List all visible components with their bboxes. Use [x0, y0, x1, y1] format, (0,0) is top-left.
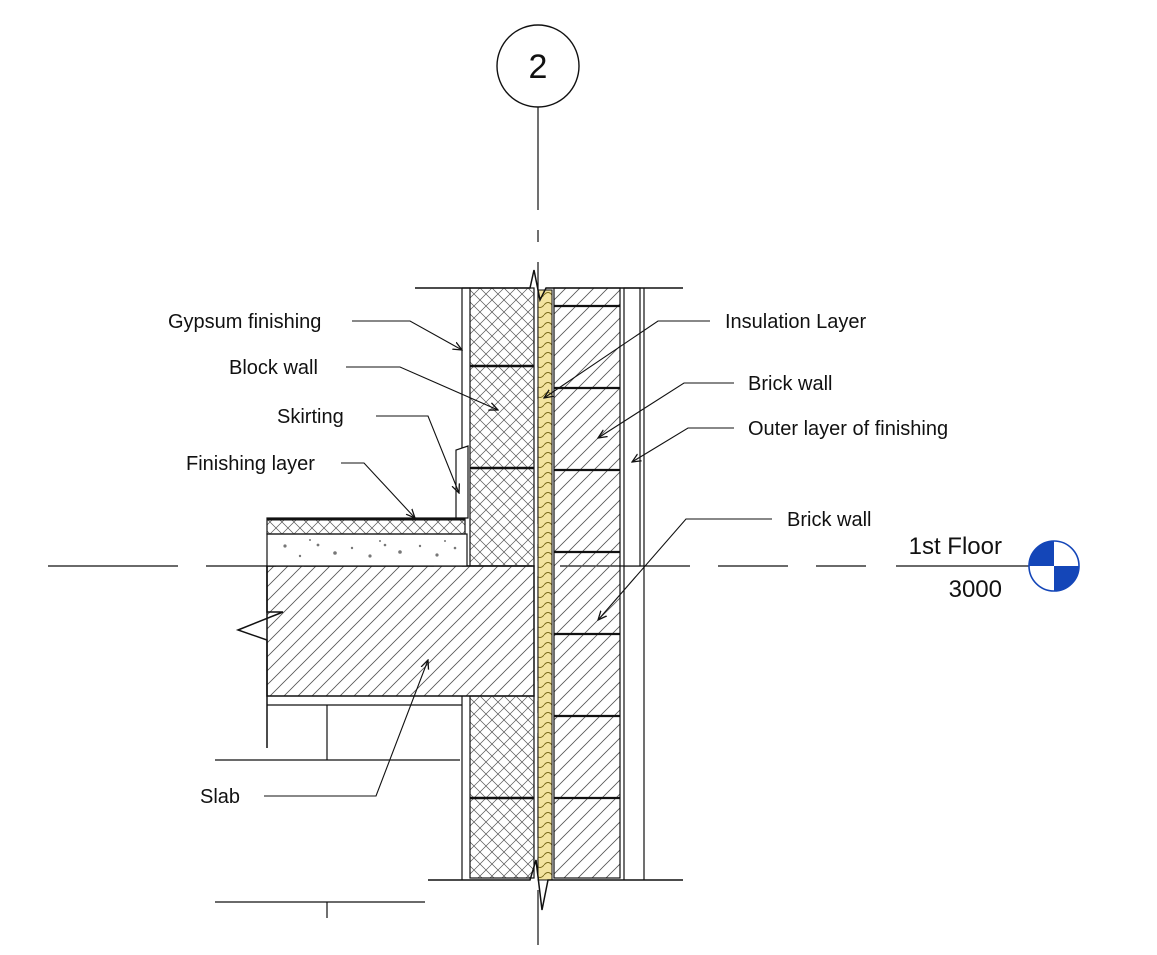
- block-wall: [455, 287, 535, 880]
- label-block-wall: Block wall: [229, 357, 318, 379]
- break-line-slab: [235, 566, 284, 748]
- level-marker-icon: [1028, 540, 1080, 592]
- leader-insulation: [544, 320, 710, 398]
- wall-break-lines: [415, 269, 683, 911]
- outer-finishing: [623, 287, 645, 880]
- label-slab: Slab: [200, 786, 240, 808]
- leader-finishing-layer: [341, 462, 415, 518]
- label-skirting: Skirting: [277, 406, 344, 428]
- screed-layer: [266, 533, 468, 567]
- leader-brick-wall-lower: [598, 518, 772, 620]
- label-finishing-layer: Finishing layer: [186, 453, 315, 475]
- leader-skirting: [376, 415, 459, 493]
- slab: [215, 517, 535, 918]
- leader-slab: [264, 660, 428, 797]
- label-insulation-layer: Insulation Layer: [725, 311, 867, 333]
- skirting: [455, 445, 469, 519]
- level-name: 1st Floor: [909, 533, 1002, 560]
- label-gypsum-finishing: Gypsum finishing: [168, 311, 321, 333]
- label-brick-wall-upper: Brick wall: [748, 373, 832, 395]
- leader-outer-finishing: [632, 427, 734, 462]
- leader-brick-wall-upper: [598, 382, 734, 438]
- label-outer-finishing: Outer layer of finishing: [748, 418, 948, 440]
- screed-aggregate: [283, 539, 457, 558]
- leader-gypsum: [352, 320, 462, 350]
- label-brick-wall-lower: Brick wall: [787, 509, 871, 531]
- leader-block-wall: [346, 366, 498, 410]
- grid-label: 2: [529, 48, 548, 86]
- insulation-layer: [537, 289, 553, 881]
- grid-bubble: [496, 24, 580, 108]
- level-elevation: 3000: [949, 576, 1002, 603]
- brick-wall: [553, 287, 621, 879]
